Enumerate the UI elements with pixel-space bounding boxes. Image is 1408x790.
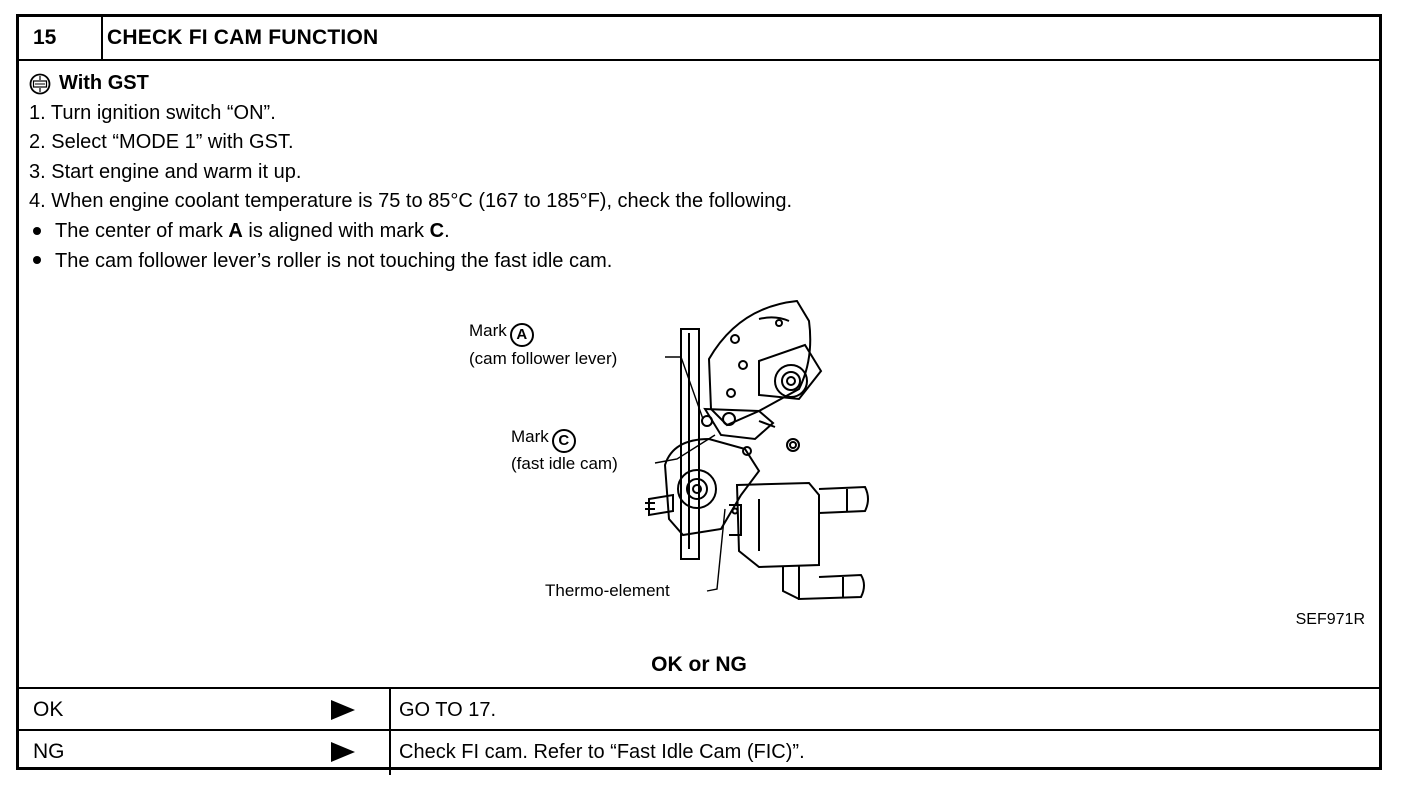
bullet-dot: [33, 226, 41, 235]
caption-cam-follower-lever: (cam follower lever): [469, 349, 618, 368]
result-action-ok: GO TO 17.: [399, 699, 497, 721]
result-key-ok: OK: [33, 698, 64, 721]
procedure-subheading: With GST: [29, 69, 792, 99]
diagnostic-step-table: 15 CHECK FI CAM FUNCTION With GST 1. Tur…: [16, 14, 1382, 775]
check-bullet-2: The cam follower lever’s roller is not t…: [29, 247, 792, 277]
result-action-ng: Check FI cam. Refer to “Fast Idle Cam (F…: [399, 741, 805, 763]
bullet-dot: [33, 256, 41, 265]
figure-code: SEF971R: [1295, 611, 1365, 628]
result-row-ok: OK GO TO 17.: [19, 687, 1379, 733]
bullet-1-text-b: is aligned with mark: [242, 219, 430, 242]
step-number: 15: [19, 17, 103, 59]
procedure-step-4: 4. When engine coolant temperature is 75…: [29, 190, 793, 213]
fi-cam-drawing: [645, 299, 869, 601]
arrow-right-icon: [331, 700, 355, 720]
column-divider: [389, 731, 391, 775]
bullet-2-text: The cam follower lever’s roller is not t…: [55, 249, 613, 272]
bullet-1-mark-c: C: [429, 219, 445, 242]
mark-a-word: Mark: [469, 321, 507, 340]
circled-letter-c: C: [551, 429, 576, 453]
bullet-1-text-c: .: [444, 219, 450, 242]
result-key-ng: NG: [33, 740, 65, 763]
bullet-1-text-a: The center of mark: [55, 219, 229, 242]
mark-c-word: Mark: [511, 427, 549, 446]
arrow-right-icon: [331, 742, 355, 762]
gst-tool-icon: [29, 73, 51, 95]
step-title: CHECK FI CAM FUNCTION: [107, 26, 379, 49]
bullet-1-mark-a: A: [228, 219, 243, 242]
label-thermo-element: Thermo-element: [545, 581, 670, 600]
step-header: 15 CHECK FI CAM FUNCTION: [19, 17, 1379, 61]
procedure-step-3: 3. Start engine and warm it up.: [29, 160, 302, 183]
procedure-step-2: 2. Select “MODE 1” with GST.: [29, 131, 294, 154]
result-row-ng: NG Check FI cam. Refer to “Fast Idle Cam…: [19, 729, 1379, 775]
procedure-text: With GST 1. Turn ignition switch “ON”. 2…: [29, 69, 792, 276]
procedure-step-1: 1. Turn ignition switch “ON”.: [29, 101, 276, 124]
caption-fast-idle-cam: (fast idle cam): [511, 454, 618, 473]
subheading-text: With GST: [59, 72, 149, 94]
column-divider: [389, 689, 391, 733]
result-label: OK or NG: [651, 653, 747, 676]
circled-letter-a: A: [509, 323, 534, 347]
check-bullet-1: The center of mark A is aligned with mar…: [29, 217, 792, 247]
